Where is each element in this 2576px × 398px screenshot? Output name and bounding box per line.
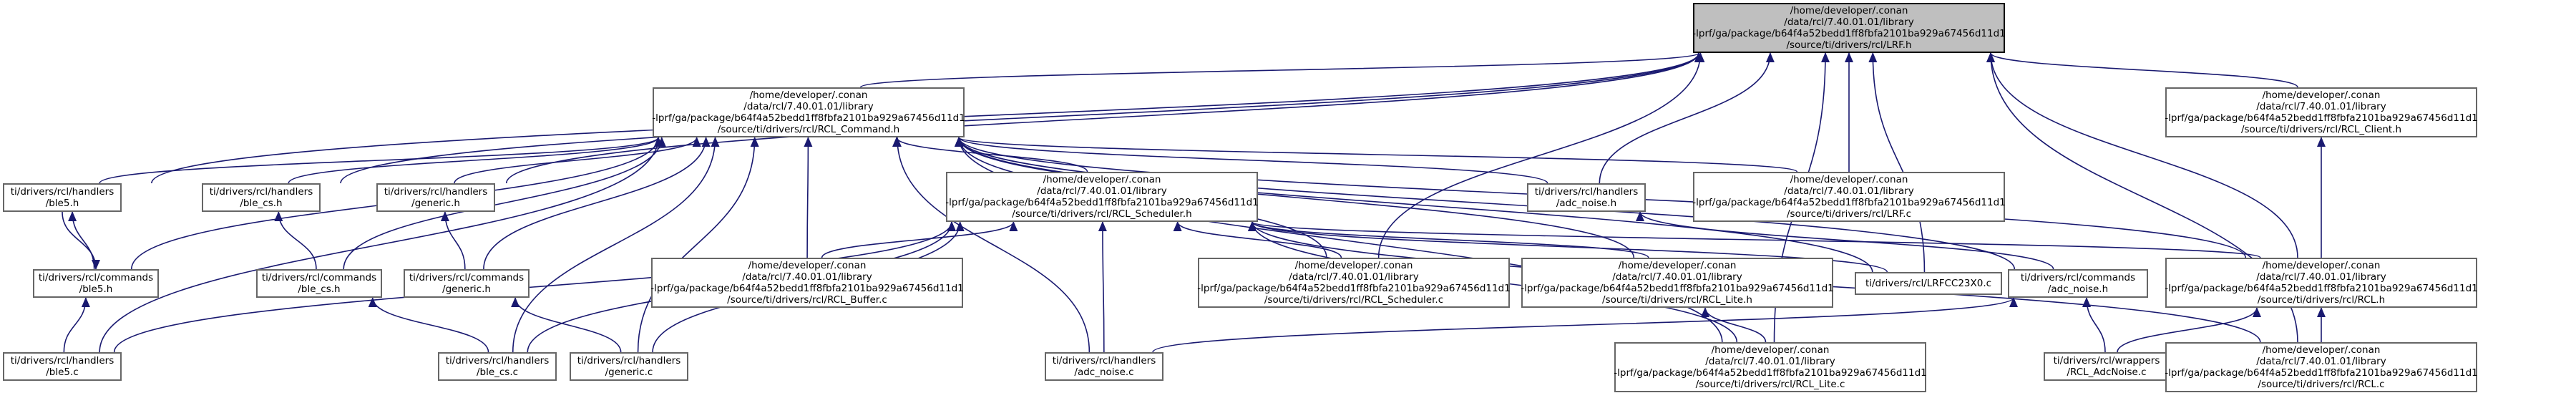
node-lrf-h: /home/developer/.conan /data/rcl/7.40.01… xyxy=(1692,3,2006,53)
edge-rcl_client_h-to-rf_h xyxy=(1986,52,2298,88)
node-rcl-client-h[interactable]: /home/developer/.conan /data/rcl/7.40.01… xyxy=(2165,87,2478,137)
node-lrfcc23x0-c[interactable]: ti/drivers/rcl/LRFCC23X0.c xyxy=(1855,272,2002,295)
edge-ble5_h-to-cmd_ble5_h xyxy=(62,211,100,270)
edge-rcl_h-to-rf_h xyxy=(1986,52,2298,258)
edge-cmd_ble_cs_h-to-ble_cs_h xyxy=(274,211,317,270)
edge-cmd_generic_h-to-generic_h xyxy=(440,211,466,270)
edge-rcl_h-to-rcl_scheduler_h xyxy=(1248,221,2261,258)
edge-rcl_command_h-to-rf_h xyxy=(859,52,1703,88)
node-handlers-ble5-c[interactable]: ti/drivers/rcl/handlers /ble5.c xyxy=(3,352,122,381)
edge-rcl_scheduler_c-to-rcl_scheduler_h xyxy=(1173,221,1342,258)
edge-ble_cs_c-to-cmd_ble_cs_h xyxy=(368,297,489,353)
edge-ble_cs_h-to-rf_h xyxy=(340,52,1703,184)
node-rcl-command-h[interactable]: /home/developer/.conan /data/rcl/7.40.01… xyxy=(652,87,965,137)
edge-cmd_generic_h-to-rcl_command_h xyxy=(483,137,711,270)
node-commands-adc-noise-h[interactable]: ti/drivers/rcl/commands /adc_noise.h xyxy=(2008,269,2148,298)
node-rcl-scheduler-h[interactable]: /home/developer/.conan /data/rcl/7.40.01… xyxy=(945,172,1259,222)
node-handlers-generic-c[interactable]: ti/drivers/rcl/handlers /generic.c xyxy=(570,352,688,381)
node-handlers-ble5-h[interactable]: ti/drivers/rcl/handlers /ble5.h xyxy=(3,183,122,212)
edge-rcl_lite_c-to-rcl_command_h xyxy=(955,137,1723,343)
node-commands-ble-cs-h[interactable]: ti/drivers/rcl/commands /ble_cs.h xyxy=(256,269,382,298)
node-commands-ble5-h[interactable]: ti/drivers/rcl/commands /ble5.h xyxy=(33,269,159,298)
node-handlers-adc-noise-h[interactable]: ti/drivers/rcl/handlers /adc_noise.h xyxy=(1527,183,1646,212)
node-rcl-lite-c[interactable]: /home/developer/.conan /data/rcl/7.40.01… xyxy=(1614,342,1927,392)
edge-rcl_adcnoise_c-to-cmd_adc_noise_h xyxy=(2082,297,2106,353)
edge-adc_noise_c-to-cmd_adc_noise_h xyxy=(1152,297,2018,353)
node-handlers-adc-noise-c[interactable]: ti/drivers/rcl/handlers /adc_noise.c xyxy=(1045,352,1163,381)
edge-ble5_c-to-cmd_ble5_h xyxy=(63,297,90,353)
edge-lrfcc23x0_c-to-rf_h xyxy=(1868,52,1926,273)
edge-lrfcc23x0_c-to-rcl_command_h xyxy=(955,137,1873,273)
node-lrf-c[interactable]: /home/developer/.conan /data/rcl/7.40.01… xyxy=(1692,172,2006,222)
edge-generic_h-to-rcl_command_h xyxy=(454,137,701,184)
edge-adc_noise_c-to-rcl_command_h xyxy=(892,137,1091,353)
edge-rcl_scheduler_c-to-rf_h xyxy=(1377,52,1705,258)
edge-lrf_c-to-rcl_command_h xyxy=(955,137,1798,173)
edge-rcl_adcnoise_c-to-rcl_h xyxy=(2117,307,2261,353)
edge-ble5_c-to-rcl_command_h xyxy=(99,137,663,353)
node-commands-generic-h[interactable]: ti/drivers/rcl/commands /generic.h xyxy=(404,269,530,298)
edge-ble5_h-to-rcl_command_h xyxy=(99,137,663,184)
edge-rcl_lite_h-to-rcl_command_h xyxy=(955,137,1635,258)
edge-lrfcc23x0_c-to-rcl_scheduler_h xyxy=(1248,221,1888,273)
node-wrappers-rcl-adcnoise-c[interactable]: ti/drivers/rcl/wrappers /RCL_AdcNoise.c xyxy=(2044,352,2170,381)
edge-adc_noise_h-to-rcl_command_h xyxy=(955,137,1548,184)
edge-cmd_ble_cs_h-to-rcl_command_h xyxy=(343,137,666,270)
node-handlers-generic-h[interactable]: ti/drivers/rcl/handlers /generic.h xyxy=(376,183,495,212)
node-rcl-c[interactable]: /home/developer/.conan /data/rcl/7.40.01… xyxy=(2165,342,2478,392)
edge-ble5_c-to-rcl_scheduler_h xyxy=(113,221,956,353)
node-rcl-buffer-c[interactable]: /home/developer/.conan /data/rcl/7.40.01… xyxy=(650,258,964,308)
node-handlers-ble-cs-c[interactable]: ti/drivers/rcl/handlers /ble_cs.c xyxy=(438,352,557,381)
edge-generic_c-to-rcl_command_h xyxy=(637,137,759,353)
node-rcl-lite-h[interactable]: /home/developer/.conan /data/rcl/7.40.01… xyxy=(1521,258,1834,308)
edge-cmd_adc_noise_h-to-adc_noise_h xyxy=(1636,211,2054,270)
node-rcl-h[interactable]: /home/developer/.conan /data/rcl/7.40.01… xyxy=(2165,258,2478,308)
node-rcl-scheduler-c[interactable]: /home/developer/.conan /data/rcl/7.40.01… xyxy=(1197,258,1511,308)
edge-cmd_ble5_h-to-ble5_h xyxy=(68,211,95,270)
edge-rcl_buffer_c-to-rcl_command_h xyxy=(804,137,813,258)
edge-ble_cs_c-to-rcl_command_h xyxy=(512,137,720,353)
node-handlers-ble-cs-h[interactable]: ti/drivers/rcl/handlers /ble_cs.h xyxy=(202,183,321,212)
edge-ble_cs_h-to-rcl_command_h xyxy=(288,137,663,184)
edge-rcl_buffer_c-to-rcl_scheduler_h xyxy=(821,221,1018,258)
edge-adc_noise_h-to-rf_h xyxy=(1599,52,1775,184)
edge-generic_c-to-cmd_generic_h xyxy=(511,297,622,353)
edge-rcl_lite_c-to-rcl_lite_h xyxy=(1701,307,1767,343)
edge-rcl_lite_h-to-rcl_scheduler_h xyxy=(1248,221,1649,258)
edge-generic_h-to-rf_h xyxy=(505,52,1703,184)
edge-adc_noise_c-to-rcl_scheduler_h xyxy=(1098,221,1107,353)
